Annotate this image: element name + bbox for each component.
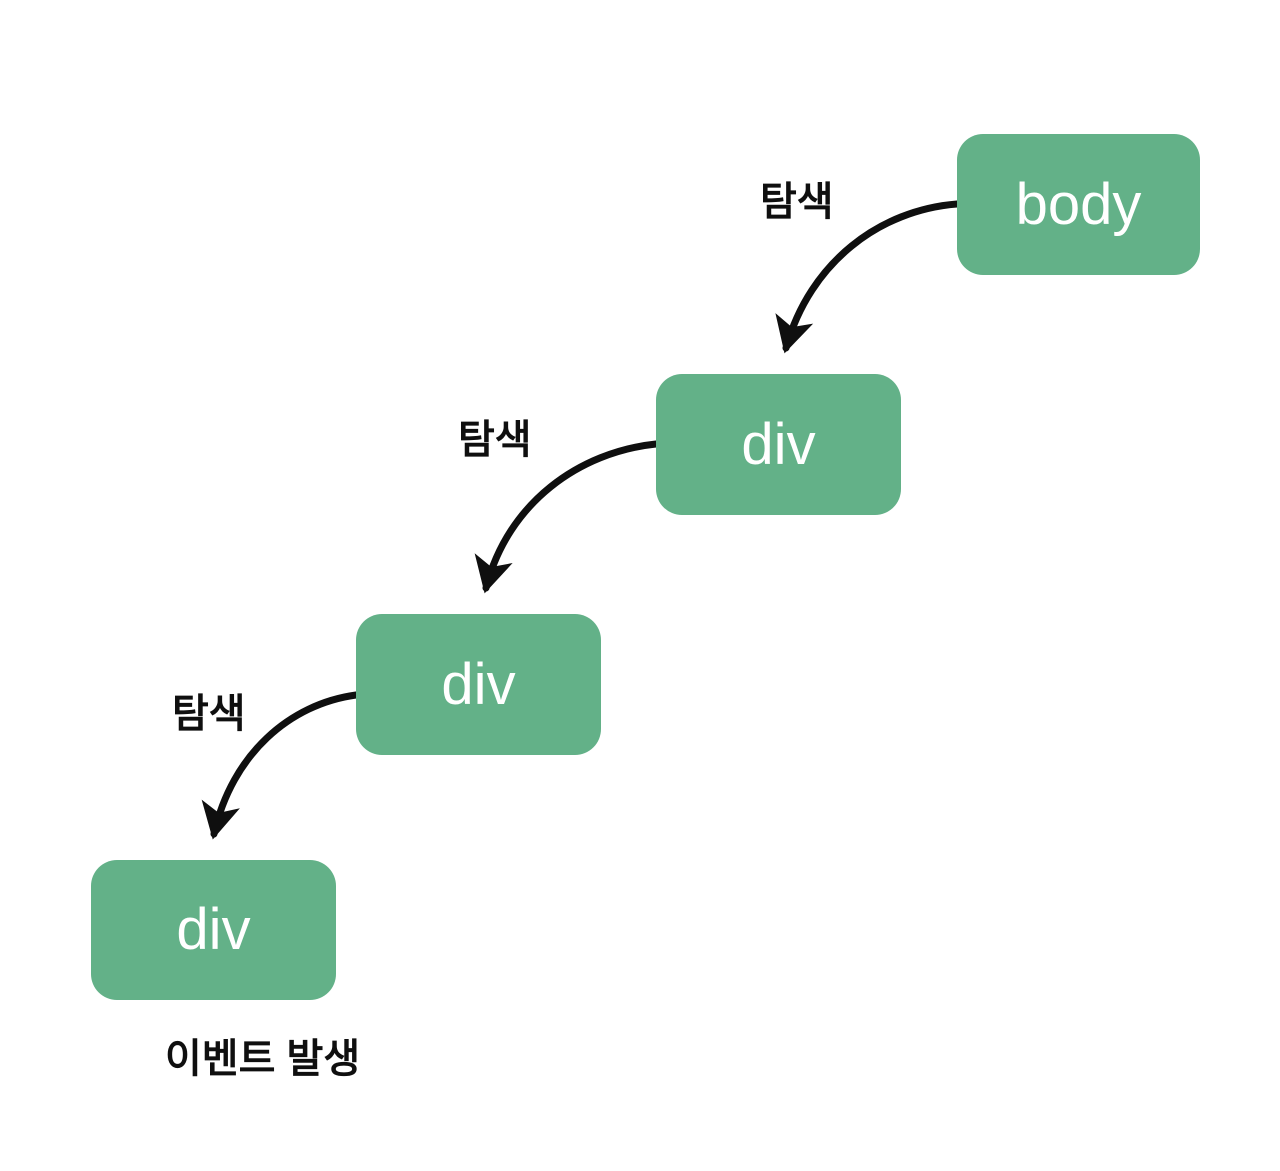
node-body[interactable]: body [957,134,1200,275]
node-label-div-3: div [176,897,251,962]
node-label-body: body [1015,171,1142,237]
edge-label-body-to-div1: 탐색 [760,180,834,224]
edge-path-div2-to-div3 [201,691,360,840]
node-div-3[interactable]: div [91,860,336,1000]
node-div-1[interactable]: div [656,374,901,515]
node-div-2[interactable]: div [356,614,601,755]
node-label-div-2: div [441,651,516,717]
event-origin-caption: 이벤트 발생 [165,1037,361,1081]
edge-path-div1-to-div2 [474,440,660,594]
node-label-div-1: div [741,411,816,477]
edge-path-body-to-div1 [775,200,961,354]
edge-label-div2-to-div3: 탐색 [172,692,246,736]
edge-label-div1-to-div2: 탐색 [458,418,532,462]
